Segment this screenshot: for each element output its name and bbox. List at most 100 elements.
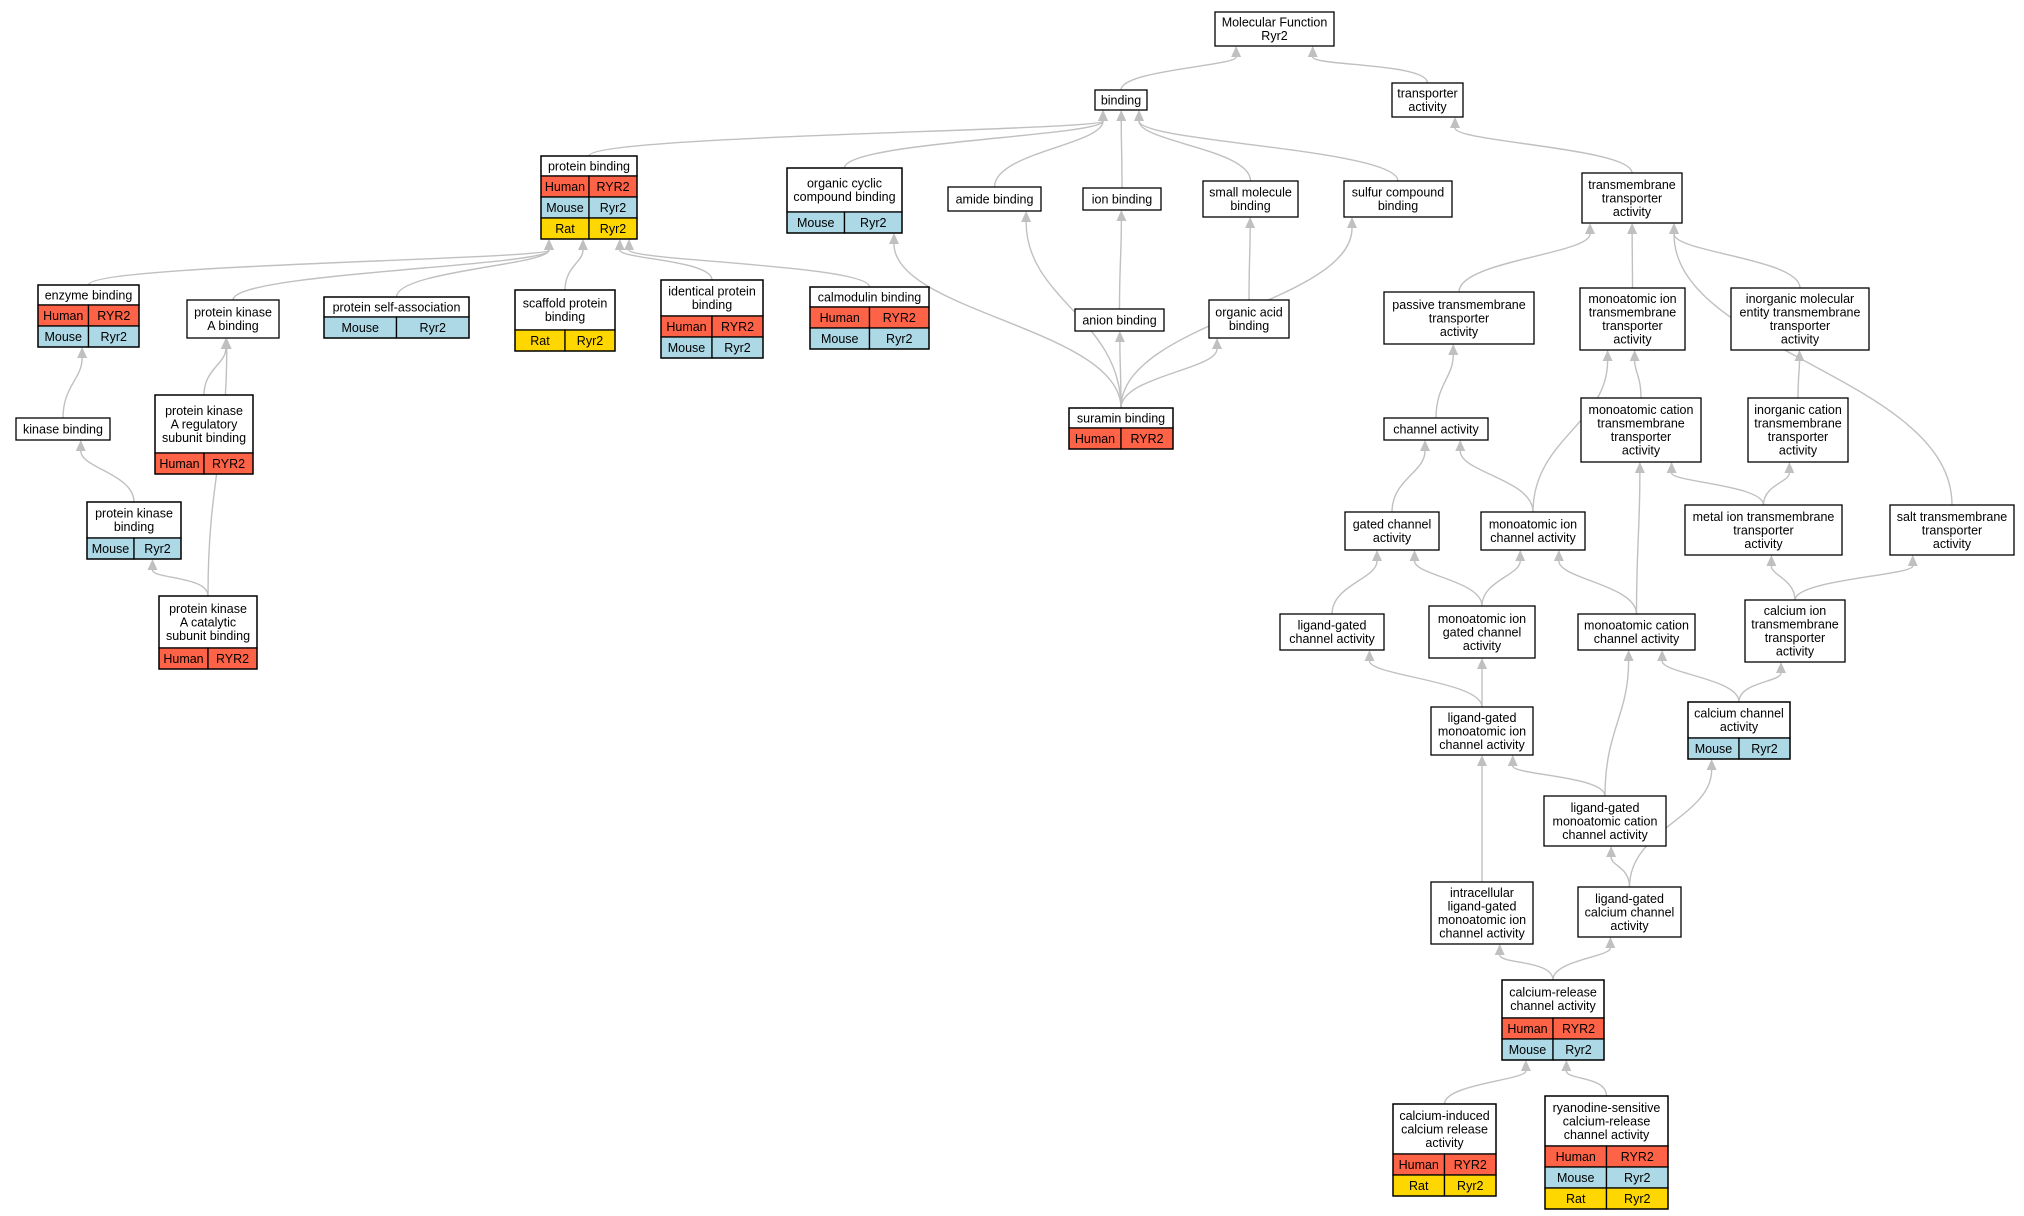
edge-arrowhead <box>1629 350 1640 361</box>
species-name: Human <box>820 311 860 325</box>
edge-calcium_release-to-lg_calcium <box>1552 947 1612 981</box>
edge-arrowhead <box>1372 550 1382 561</box>
gene-symbol: Ryr2 <box>860 216 886 230</box>
term-node-ion-binding[interactable]: ion binding <box>1082 187 1162 211</box>
term-node-mono-cation-tm[interactable]: monoatomic cationtransmembranetransporte… <box>1580 397 1702 463</box>
term-label-line: transmembrane <box>1589 306 1677 320</box>
edge-arrowhead <box>1606 846 1617 857</box>
term-label-line: protein kinase <box>95 507 173 521</box>
edge-organic_cyclic-to-binding <box>843 120 1104 169</box>
edge-pka_reg-to-pka_binding <box>203 348 227 396</box>
term-label-line: ligand-gated <box>1571 801 1640 815</box>
term-header-box <box>1279 613 1385 651</box>
gene-symbol: RYR2 <box>721 320 754 334</box>
edge-arrowhead <box>1448 344 1459 355</box>
term-label-line: salt transmembrane <box>1897 510 2008 524</box>
term-label-line: A catalytic <box>180 615 236 629</box>
term-label-line: intracellular <box>1450 886 1514 900</box>
edge-identical-to-protein_binding <box>619 249 713 281</box>
edge-arrowhead <box>1776 662 1786 673</box>
edge-arrowhead <box>624 239 634 250</box>
term-node-kinase[interactable]: kinase binding <box>15 417 111 441</box>
edge-arrowhead <box>1347 217 1357 228</box>
gene-symbol: Ryr2 <box>101 330 127 344</box>
term-label-line: kinase binding <box>23 422 103 436</box>
term-node-calcium-ion-tm[interactable]: calcium iontransmembranetransporteractiv… <box>1744 599 1846 663</box>
term-node-ryanodine[interactable]: ryanodine-sensitivecalcium-releasechanne… <box>1544 1095 1669 1210</box>
edge-lg_mono_cation-to-mono_cation_channel <box>1604 660 1630 797</box>
term-header-box <box>1383 291 1535 345</box>
species-name: Mouse <box>1695 742 1733 756</box>
gene-symbol: Ryr2 <box>420 321 446 335</box>
term-label-line: binding <box>1101 93 1141 107</box>
term-node-metal-ion-tm[interactable]: metal ion transmembranetransporteractivi… <box>1684 504 1843 556</box>
edge-suramin-to-anion <box>1119 341 1122 409</box>
species-name: Human <box>545 180 585 194</box>
gene-symbol: RYR2 <box>1130 432 1163 446</box>
term-label-line: monoatomic ion <box>1588 292 1676 306</box>
term-node-inorganic-cation-tm[interactable]: inorganic cationtransmembranetransporter… <box>1747 397 1849 463</box>
term-label-line: calcium-release <box>1563 1114 1651 1128</box>
species-name: Mouse <box>821 332 859 346</box>
term-header-box <box>1214 11 1335 47</box>
edge-anion-to-ion_binding <box>1118 220 1123 310</box>
term-outline <box>86 501 182 560</box>
term-label-line: activity <box>1463 639 1502 653</box>
term-label-line: sulfur compound <box>1352 186 1444 200</box>
edge-suramin-to-amide <box>1025 221 1122 409</box>
gene-symbol: Ryr2 <box>600 222 626 236</box>
gene-symbol: Ryr2 <box>724 341 750 355</box>
edge-scaffold-to-protein_binding <box>564 249 584 291</box>
term-node-binding[interactable]: binding <box>1094 89 1148 111</box>
term-header-box <box>1580 397 1702 463</box>
term-node-amide[interactable]: amide binding <box>947 186 1042 212</box>
edge-lg_mono_cation-to-lg_mono_ion <box>1512 765 1606 797</box>
edge-binding-to-mf <box>1120 56 1237 91</box>
term-header-box <box>1208 299 1290 339</box>
edge-calcium_channel-to-mono_cation_channel <box>1661 660 1740 703</box>
edge-arrowhead <box>1212 338 1222 349</box>
term-node-anion[interactable]: anion binding <box>1074 308 1165 332</box>
term-header-box <box>186 299 280 339</box>
species-name: Rat <box>1566 1192 1586 1206</box>
term-node-channel[interactable]: channel activity <box>1383 417 1489 441</box>
edge-arrowhead <box>75 440 86 451</box>
term-label-line: monoatomic ion <box>1438 724 1526 738</box>
term-outline <box>1392 1103 1497 1197</box>
term-node-monoatomic-ion-tm[interactable]: monoatomic iontransmembranetransporterac… <box>1579 287 1686 351</box>
